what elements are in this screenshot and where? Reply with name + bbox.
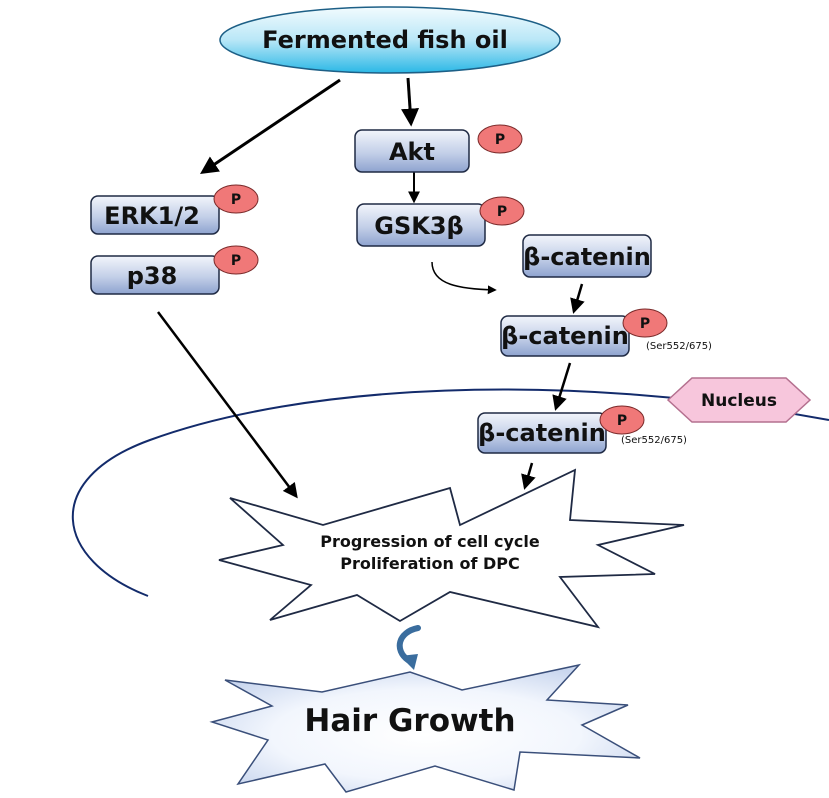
phospho-badge-p38: [213, 245, 259, 275]
akt-label: Akt: [389, 138, 435, 166]
arrow-bcatenin-to-phospho: [570, 283, 585, 314]
curved-arrow-icon: [396, 625, 421, 670]
bcatenin-nuclear-node: β-catenin P (Ser552/675): [477, 405, 687, 454]
svg-text:P: P: [495, 132, 505, 148]
hair-growth-burst: Hair Growth: [209, 663, 641, 793]
p38-node: p38 P: [90, 245, 259, 295]
gsk3b-node: GSK3β P: [356, 196, 525, 247]
gsk3b-label: GSK3β: [374, 212, 463, 240]
arrow-nuclear-to-outcome: [521, 462, 536, 490]
svg-text:P: P: [231, 192, 241, 208]
phospho-badge-bcatenin: [622, 308, 668, 338]
svg-text:P: P: [640, 316, 650, 332]
erk-node: ERK1/2 P: [90, 184, 259, 235]
svg-text:P: P: [617, 413, 627, 429]
outcome-line-1: Progression of cell cycle: [320, 532, 540, 551]
nuclear-membrane: [71, 388, 829, 597]
erk-label: ERK1/2: [104, 202, 200, 230]
arrow-phospho-to-nuclear: [552, 362, 572, 411]
nucleus-badge: Nucleus: [666, 377, 812, 423]
site-label-cytoplasm: (Ser552/675): [646, 341, 712, 352]
svg-text:P: P: [497, 204, 507, 220]
bcatenin-node: β-catenin: [522, 234, 652, 278]
outcome-burst: Progression of cell cycle Proliferation …: [218, 468, 685, 629]
arrow-p38-to-outcome: [157, 311, 298, 499]
bcatenin-nuclear-label: β-catenin: [478, 419, 606, 447]
fermented-fish-oil-node: Fermented fish oil: [219, 6, 561, 74]
outcome-line-2: Proliferation of DPC: [340, 554, 519, 573]
svg-text:P: P: [231, 253, 241, 269]
bcatenin-label: β-catenin: [523, 243, 651, 271]
p38-label: p38: [127, 262, 178, 290]
source-label: Fermented fish oil: [262, 26, 508, 54]
akt-node: Akt P: [354, 124, 523, 173]
bcatenin-phospho-label: β-catenin: [501, 322, 629, 350]
phospho-badge-erk: [213, 184, 259, 214]
phospho-badge-akt: [477, 124, 523, 154]
nucleus-label: Nucleus: [701, 391, 777, 411]
bcatenin-phospho-node: β-catenin P (Ser552/675): [500, 308, 712, 357]
arrow-gsk3b-to-bcatenin: [431, 261, 497, 295]
arrow-source-to-akt: [401, 77, 420, 127]
phospho-badge-gsk3b: [479, 196, 525, 226]
arrow-source-to-erk: [200, 78, 341, 175]
hair-growth-label: Hair Growth: [304, 703, 515, 739]
site-label-nucleus: (Ser552/675): [621, 435, 687, 446]
phospho-badge-bcatenin-nuclear: [599, 405, 645, 435]
